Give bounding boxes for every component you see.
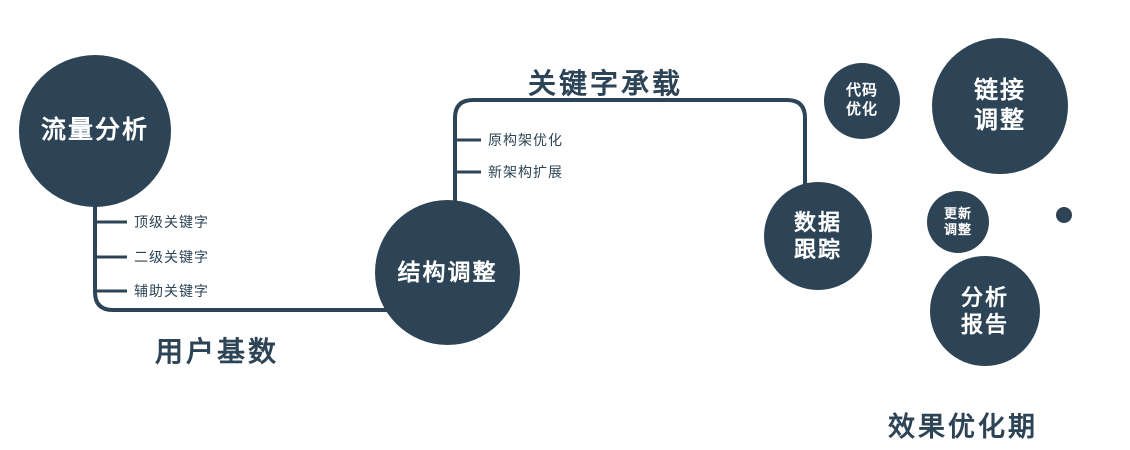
branch-label-new-arch: 新架构扩展 <box>488 164 563 180</box>
footer-label-effect-optimization: 效果优化期 <box>888 412 1038 442</box>
edge-label-user-base: 用户基数 <box>155 336 280 367</box>
node-link-adjustment: 链接 调整 <box>932 38 1068 174</box>
node-code-optimization-line2: 优化 <box>845 101 878 118</box>
branch-label-second-keyword: 二级关键字 <box>134 249 209 265</box>
branch-label-top-keyword: 顶级关键字 <box>134 214 209 230</box>
node-traffic-analysis: 流量分析 <box>19 55 171 207</box>
structure-branch-ticks <box>457 138 481 174</box>
bullet-dot <box>1056 207 1072 223</box>
node-structure-adjustment: 结构调整 <box>375 200 520 345</box>
node-analysis-report: 分析 报告 <box>930 256 1040 366</box>
edge-label-keyword-bearing: 关键字承载 <box>528 68 684 99</box>
node-code-optimization: 代码 优化 <box>824 63 900 139</box>
connector-structure-to-tracking <box>453 98 807 205</box>
node-data-tracking-line2: 跟踪 <box>793 237 842 262</box>
node-update-adjustment: 更新 调整 <box>927 191 989 253</box>
branch-label-aux-keyword: 辅助关键字 <box>134 283 209 299</box>
node-update-adjustment-line1: 更新 <box>943 205 972 221</box>
node-structure-adjustment-label: 结构调整 <box>397 259 498 286</box>
node-link-adjustment-line1: 链接 <box>974 77 1026 104</box>
node-analysis-report-line1: 分析 <box>960 284 1009 310</box>
node-update-adjustment-line2: 调整 <box>943 222 972 237</box>
connector-traffic-to-structure <box>93 198 390 312</box>
branch-label-original-arch: 原构架优化 <box>488 132 563 148</box>
node-data-tracking: 数据 跟踪 <box>764 182 872 290</box>
node-analysis-report-line2: 报告 <box>960 312 1009 337</box>
node-link-adjustment-line2: 调整 <box>974 107 1026 134</box>
node-code-optimization-line1: 代码 <box>845 82 878 100</box>
traffic-branch-ticks <box>97 220 127 293</box>
node-traffic-analysis-label: 流量分析 <box>40 116 149 145</box>
node-data-tracking-line1: 数据 <box>793 209 842 235</box>
